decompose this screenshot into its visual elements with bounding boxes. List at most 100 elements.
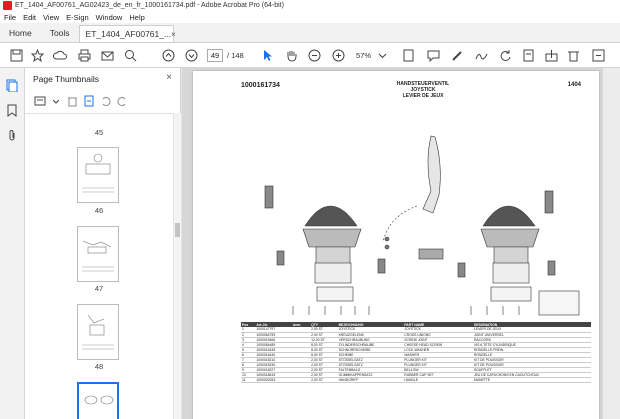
heading-fr: LEVIER DE JEUX — [402, 93, 444, 99]
zoom-in-icon[interactable] — [330, 47, 346, 63]
thumbnail-options-icon[interactable] — [33, 94, 47, 108]
menu-view[interactable]: View — [43, 12, 60, 22]
thumbnail-page[interactable] — [77, 304, 119, 360]
tab-tools[interactable]: Tools — [49, 27, 70, 38]
table-cell: STÖSSELSATZ — [337, 362, 404, 368]
bookmarks-icon[interactable] — [5, 103, 19, 117]
table-cell — [291, 377, 311, 383]
tab-home[interactable]: Home — [9, 27, 32, 38]
table-cell: 9 — [241, 367, 256, 373]
joystick-exploded-drawing — [264, 135, 580, 316]
table-cell: RONDELLE FREIN — [472, 347, 591, 353]
redo-icon[interactable] — [115, 94, 129, 108]
page-number-input[interactable]: 49 — [207, 49, 223, 62]
previous-page-icon[interactable] — [160, 47, 176, 63]
col-anm: Anm. — [291, 322, 311, 327]
rotate-icon[interactable] — [497, 47, 513, 63]
sign-icon[interactable] — [473, 47, 489, 63]
table-cell: 2,00 ST — [310, 362, 338, 368]
menu-file[interactable]: File — [4, 12, 17, 22]
zoom-level-select[interactable]: 57% — [356, 51, 372, 60]
col-part-name: PART NAME — [403, 322, 473, 327]
table-cell: 1000016435 — [255, 347, 292, 353]
tab-document[interactable]: ET_1404_AF00761_... × — [78, 25, 176, 42]
extract-page-icon[interactable] — [520, 47, 536, 63]
table-cell: 1000018210 — [255, 357, 292, 363]
table-cell: RUBBER CAP SET — [403, 372, 473, 378]
save-icon[interactable] — [8, 47, 24, 63]
table-cell: LEVIER DE JEUX — [472, 327, 591, 333]
table-cell — [291, 367, 311, 373]
page-thumbnails-icon[interactable] — [5, 78, 19, 92]
thumbnail-label: 47 — [94, 284, 104, 293]
table-cell: 2 — [241, 332, 256, 338]
bookmark-star-icon[interactable] — [29, 47, 45, 63]
table-cell: JEU DE CAPUCHONS EN CAOUTCHOUC — [472, 372, 591, 378]
panel-title: Page Thumbnails — [33, 74, 99, 84]
thumbnail-page[interactable] — [77, 147, 119, 203]
table-cell: 3 — [241, 337, 256, 343]
table-cell: HANDGRIFF — [337, 377, 404, 383]
table-cell: 1000019466 — [255, 337, 292, 343]
upload-cloud-icon[interactable] — [52, 47, 68, 63]
table-cell: MANETTE — [472, 377, 591, 383]
table-cell: CHEESE HEAD SCREW — [403, 342, 473, 348]
page-count: / 148 — [227, 51, 244, 60]
select-cursor-icon[interactable] — [260, 47, 276, 63]
col-art-nr: Art.-Nr. — [255, 322, 292, 327]
more-tools-icon[interactable] — [590, 47, 606, 63]
table-cell: 1000018227 — [255, 367, 292, 373]
table-cell: 1000147797 — [255, 327, 292, 333]
close-tab-icon[interactable]: × — [171, 29, 176, 39]
parts-table: Pos Art.-Nr. Anm. QTY BEZEICHNUNG PART N… — [241, 322, 591, 383]
window-title: ET_1404_AF00761_AG02423_de_en_fr_1000161… — [15, 2, 284, 9]
email-icon[interactable] — [99, 47, 115, 63]
menu-esign[interactable]: E-Sign — [66, 12, 89, 22]
chevron-down-icon[interactable] — [374, 47, 390, 63]
thumbnail-page[interactable] — [77, 226, 119, 282]
close-panel-icon[interactable]: × — [166, 72, 172, 83]
right-tools-strip — [603, 68, 620, 419]
table-cell: 1000018615 — [255, 372, 292, 378]
table-cell: 11 — [241, 377, 256, 383]
hand-tool-icon[interactable] — [283, 47, 299, 63]
thumbnail-page-current[interactable] — [77, 382, 119, 419]
share-icon[interactable] — [543, 47, 559, 63]
next-page-icon[interactable] — [183, 47, 199, 63]
thumbnail-scrollbar[interactable] — [173, 113, 181, 419]
table-cell — [291, 342, 311, 348]
menu-help[interactable]: Help — [129, 12, 145, 22]
delete-icon[interactable] — [565, 47, 581, 63]
table-cell — [291, 332, 311, 338]
options-chevron-down-icon[interactable] — [49, 94, 63, 108]
highlight-pen-icon[interactable] — [449, 47, 465, 63]
table-cell: GUMMIKAPPENSATZ — [337, 372, 404, 378]
table-cell: SCHNORRSCHEIBE — [337, 347, 404, 353]
col-bezeichnung: BEZEICHNUNG — [337, 322, 404, 327]
insert-page-icon[interactable] — [82, 94, 96, 108]
table-cell: RACCORD — [472, 337, 591, 343]
table-cell: 10 — [241, 372, 256, 378]
menu-window[interactable]: Window — [95, 12, 123, 22]
comment-icon[interactable] — [425, 47, 441, 63]
table-cell: KIT DE POUSSOIR — [472, 357, 591, 363]
search-icon[interactable] — [122, 47, 138, 63]
zoom-out-icon[interactable] — [306, 47, 322, 63]
print-icon[interactable] — [76, 47, 92, 63]
table-cell: 2,00 ST — [310, 332, 338, 338]
table-cell: 2,00 ST — [310, 372, 338, 378]
attachments-icon[interactable] — [5, 128, 19, 142]
table-cell — [291, 337, 311, 343]
table-cell: 4 — [241, 342, 256, 348]
undo-icon[interactable] — [99, 94, 113, 108]
menu-edit[interactable]: Edit — [23, 12, 37, 22]
table-cell: PLUNGER KIT — [403, 357, 473, 363]
fit-page-icon[interactable] — [400, 47, 416, 63]
document-view[interactable]: 1000161734 HANDSTEUERVENTIL JOYSTICK LEV… — [182, 68, 620, 419]
delete-page-icon[interactable] — [65, 94, 79, 108]
table-cell — [291, 357, 311, 363]
table-cell: 1000018230 — [255, 362, 292, 368]
